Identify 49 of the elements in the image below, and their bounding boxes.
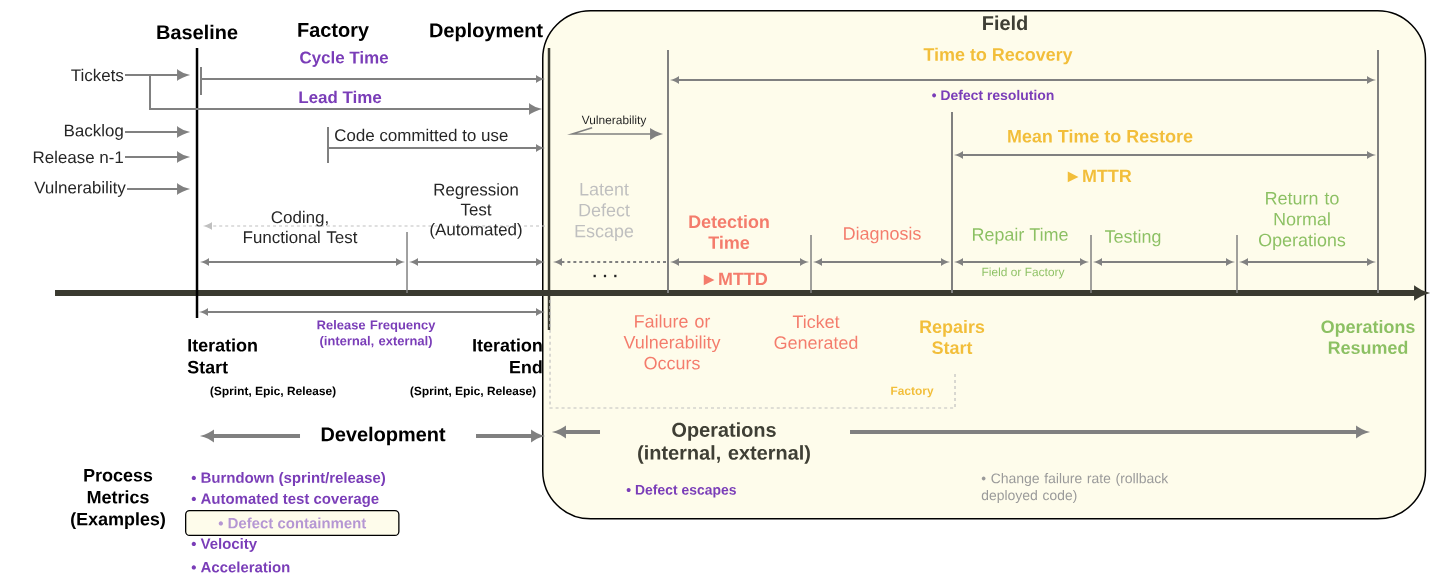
phase-heading: Factory bbox=[298, 23, 369, 41]
input-label: Release n-1 bbox=[33, 150, 123, 164]
event-label: Iteration Start bbox=[187, 338, 257, 374]
event-label: Repairs Start bbox=[920, 319, 985, 355]
phase-label: Latent Defect Escape bbox=[575, 183, 634, 241]
highlight-box: • Defect containment bbox=[185, 509, 400, 537]
phase-label: Detection Time bbox=[689, 214, 769, 250]
metric-bullet: • Defect resolution bbox=[932, 89, 1054, 101]
metric-bullet: • Change failure rate (rollback deployed code) bbox=[981, 473, 1169, 503]
metric-label: Time to Recovery bbox=[923, 47, 1073, 65]
metric-label: Release Frequency (internal, external) bbox=[317, 320, 436, 348]
timeline-label: Regression Test (Automated) bbox=[430, 183, 522, 239]
arrow bbox=[124, 74, 540, 115]
phase-label: Return to Normal Operations bbox=[1259, 192, 1346, 250]
phase-heading: Operations (internal, external) bbox=[638, 422, 810, 464]
note-label: Factory bbox=[891, 386, 934, 398]
phase-label: Diagnosis bbox=[844, 226, 921, 244]
event-label: Iteration End bbox=[473, 338, 542, 374]
metric-label: ►MTTD bbox=[703, 272, 768, 286]
note-label: Field or Factory bbox=[982, 267, 1065, 279]
event-label: Failure or Vulnerability Occurs bbox=[623, 314, 721, 370]
arrow bbox=[124, 126, 188, 138]
event-label: Ticket Generated bbox=[774, 314, 858, 350]
phase-label: Repair Time bbox=[973, 227, 1068, 245]
phase-label: Testing bbox=[1105, 229, 1161, 247]
ellipsis: . . . bbox=[593, 274, 617, 278]
metric-bullet: • Defect escapes bbox=[626, 484, 736, 498]
input-label: Backlog bbox=[64, 124, 123, 140]
arrow bbox=[126, 183, 188, 195]
phase-heading: Development bbox=[321, 426, 446, 446]
metric-label: ►MTTR bbox=[1067, 169, 1132, 183]
section-label: Process Metrics (Examples) bbox=[71, 469, 165, 529]
metric-label: Lead Time bbox=[299, 90, 382, 104]
event-label: Operations Resumed bbox=[1321, 319, 1415, 355]
phase-heading: Deployment bbox=[430, 22, 543, 42]
timeline-label: Coding, Functional Test bbox=[244, 210, 358, 244]
input-label: Tickets bbox=[71, 68, 124, 82]
metric-bullet: • Acceleration bbox=[191, 561, 290, 573]
arrow bbox=[567, 127, 662, 140]
phase-heading: Baseline bbox=[157, 24, 238, 40]
note-label: (Sprint, Epic, Release) bbox=[210, 386, 336, 398]
metric-label: Mean Time to Restore bbox=[1008, 129, 1193, 143]
input-label: Vulnerability bbox=[581, 115, 647, 127]
arrow bbox=[124, 151, 188, 163]
note-label: (Sprint, Epic, Release) bbox=[410, 386, 536, 398]
metric-bullet: • Burndown (sprint/release) bbox=[191, 472, 385, 486]
timeline-label: Code committed to use bbox=[335, 128, 508, 142]
metric-label: Cycle Time bbox=[300, 51, 388, 67]
input-label: Vulnerability bbox=[34, 181, 126, 197]
